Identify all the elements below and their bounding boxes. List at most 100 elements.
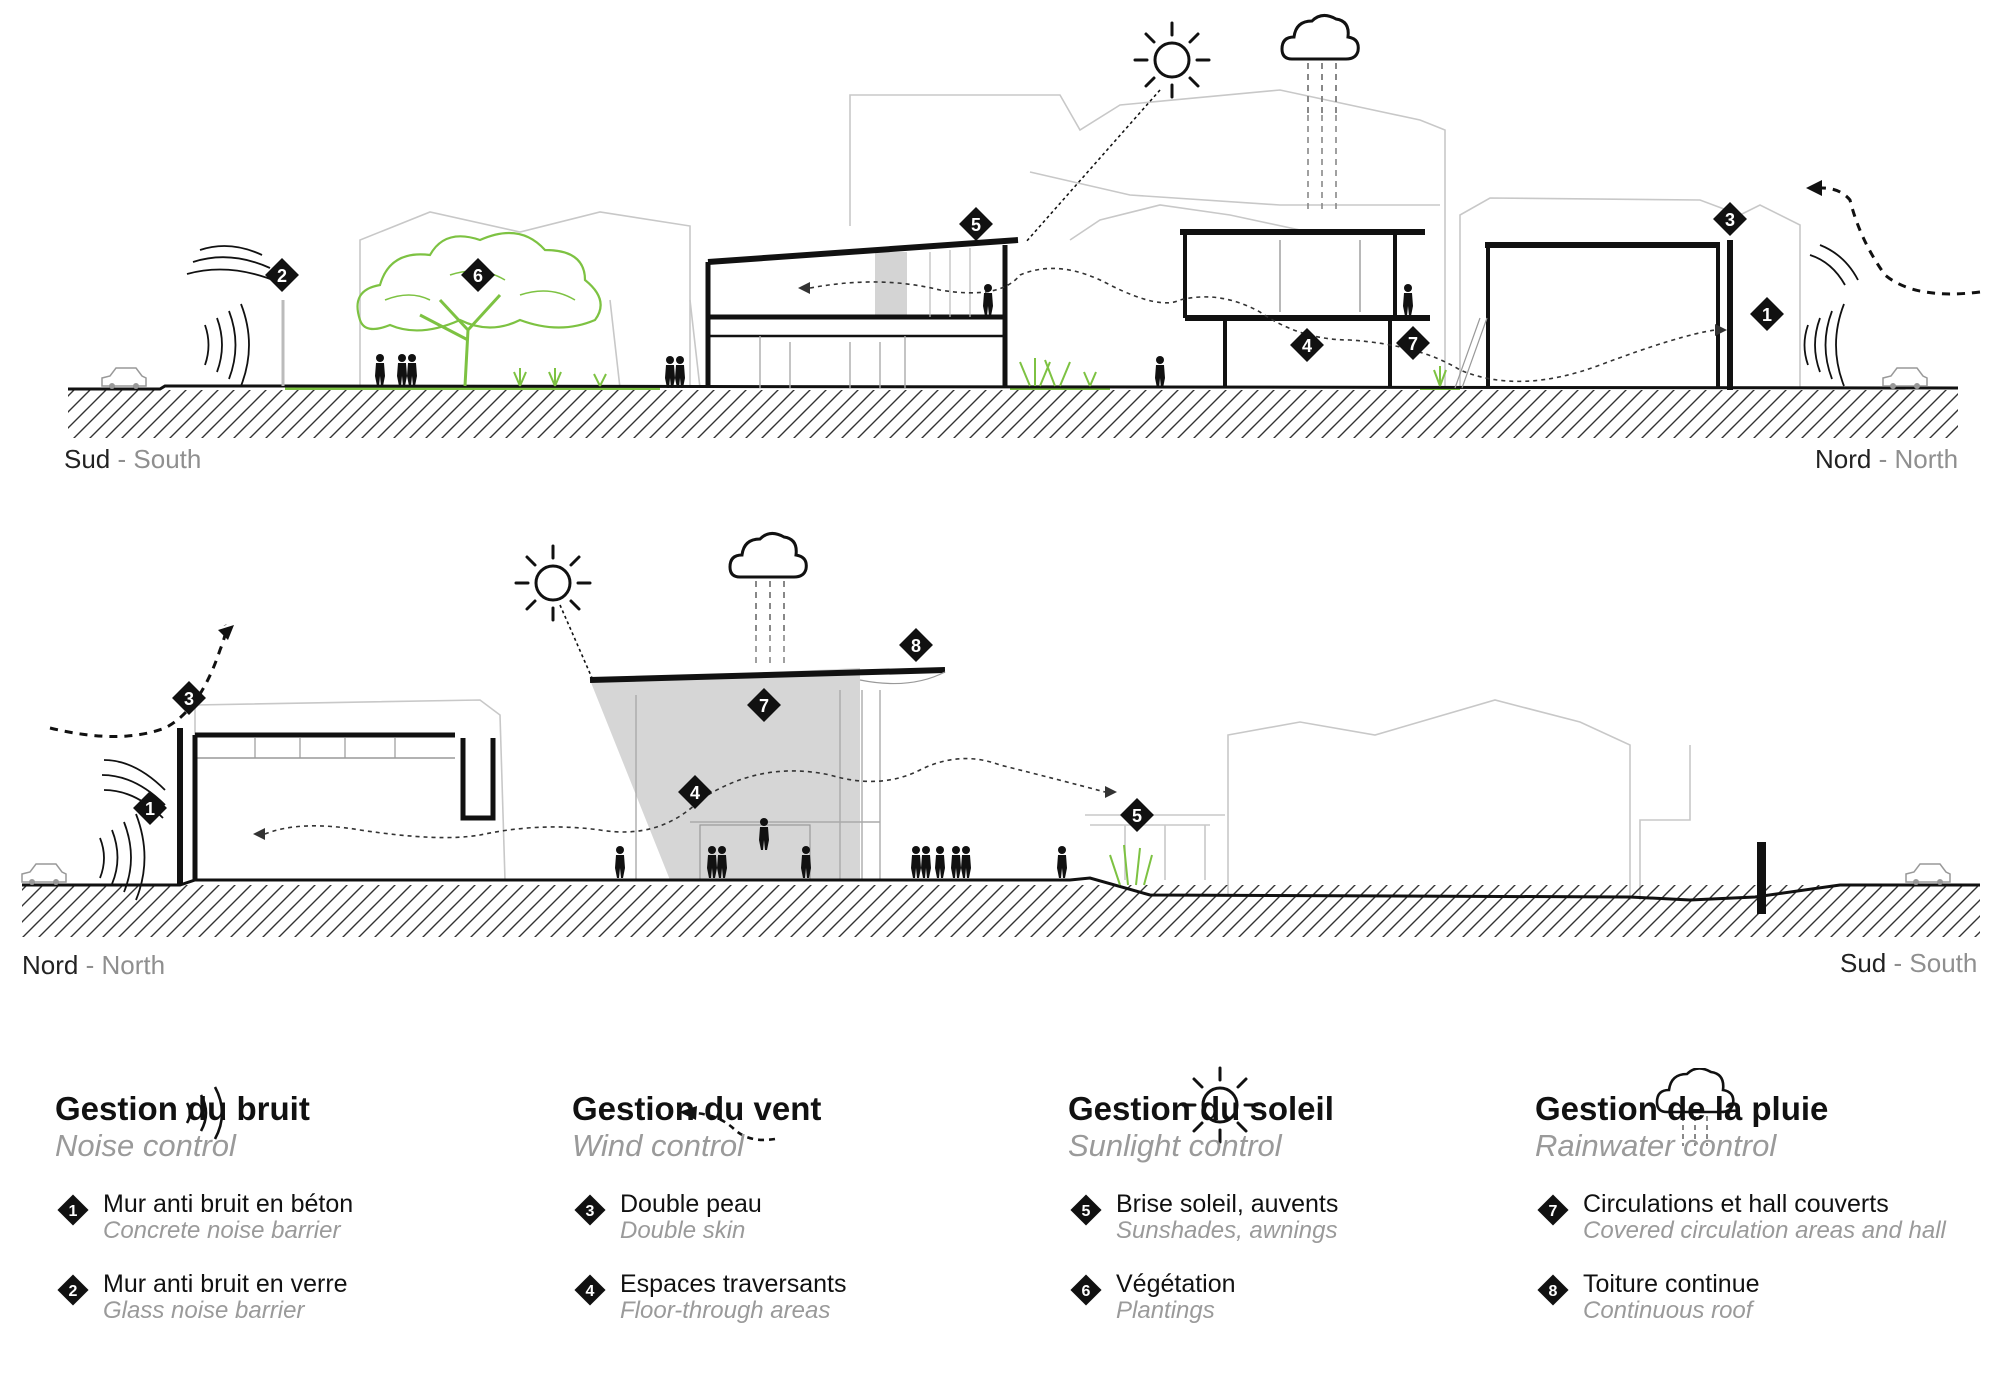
legend-title: Gestion du soleil — [1068, 1090, 1334, 1127]
svg-text:3: 3 — [1725, 210, 1735, 230]
number-badge: 5 — [1070, 1194, 1102, 1226]
svg-text:1: 1 — [1762, 305, 1772, 325]
wind-path-top — [1821, 186, 1981, 296]
direction-separator: - — [85, 950, 95, 980]
direction-fr: Nord — [1815, 444, 1872, 474]
legend-subtitle: Wind control — [572, 1128, 745, 1163]
legend-item-en: Covered circulation areas and hall — [1583, 1217, 1946, 1244]
marker-3-top: 3 — [1713, 202, 1747, 236]
legend-item-fr: Mur anti bruit en verre — [103, 1270, 348, 1298]
legend-item: 8 Toiture continue Continuous roof — [1535, 1270, 1995, 1324]
number-badge: 3 — [574, 1194, 606, 1226]
svg-text:2: 2 — [277, 266, 287, 286]
car-icon — [21, 863, 67, 886]
marker-1-top: 1 — [1750, 297, 1784, 331]
direction-separator: - — [117, 444, 127, 474]
marker-3-bottom: 3 — [172, 681, 206, 715]
number-badge: 6 — [1070, 1274, 1102, 1306]
building-left — [177, 728, 496, 885]
top-right-direction-label: Nord - North — [1815, 444, 1958, 474]
plants — [513, 358, 1447, 387]
rain-cloud-icon — [1655, 1068, 1735, 1146]
legend-title: Gestion du bruit — [55, 1090, 310, 1127]
direction-fr: Sud — [1840, 948, 1887, 978]
svg-text:8: 8 — [911, 636, 921, 656]
direction-en: North — [101, 950, 166, 980]
ground-hatch — [22, 885, 1980, 937]
legend-item-fr: Double peau — [620, 1190, 762, 1218]
legend-item: 5 Brise soleil, auvents Sunshades, awnin… — [1068, 1190, 1528, 1244]
wind-path-bottom — [49, 624, 228, 738]
marker-5-bottom: 5 — [1120, 798, 1154, 832]
noise-waves-icon — [185, 1086, 224, 1140]
building-c — [1454, 240, 1733, 390]
legend-title: Gestion du vent — [572, 1090, 822, 1127]
marker-2-top: 2 — [265, 258, 299, 292]
top-left-direction-label: Sud - South — [64, 444, 201, 474]
noise-waves-right — [1803, 244, 1859, 387]
marker-4-top: 4 — [1290, 328, 1324, 362]
noise-waves-left — [99, 759, 166, 901]
floor-through-path — [809, 267, 1716, 383]
direction-en: North — [1894, 444, 1959, 474]
context-buildings — [359, 89, 1801, 389]
direction-en: South — [1909, 948, 1978, 978]
legend-item-fr: Espaces traversants — [620, 1270, 847, 1298]
legend-noise: Gestion du bruit Noise control 1 Mur ant… — [55, 1090, 515, 1324]
legend-wind: Gestion du vent Wind control 3 Double pe… — [572, 1090, 1032, 1324]
legend-item-en: Double skin — [620, 1217, 746, 1244]
svg-text:7: 7 — [1408, 334, 1418, 354]
number-badge: 7 — [1537, 1194, 1569, 1226]
number-badge: 8 — [1537, 1274, 1569, 1306]
sun-icon — [1133, 21, 1211, 99]
svg-text:3: 3 — [184, 689, 194, 709]
direction-fr: Sud — [64, 444, 111, 474]
legend-item: 7 Circulations et hall couverts Covered … — [1535, 1190, 1995, 1244]
wind-arrow-icon — [679, 1106, 776, 1142]
legend-item-en: Continuous roof — [1583, 1297, 1753, 1324]
legend-subtitle: Rainwater control — [1535, 1128, 1777, 1163]
rain-cloud-icon — [728, 531, 808, 635]
svg-text:7: 7 — [1549, 1203, 1558, 1220]
direction-separator: - — [1893, 948, 1903, 978]
direction-en: South — [133, 444, 202, 474]
svg-text:1: 1 — [69, 1203, 78, 1220]
legend-item-fr: Brise soleil, auvents — [1116, 1190, 1339, 1218]
direction-fr: Nord — [22, 950, 79, 980]
legend-rain: Gestion de la pluie Rainwater control 7 … — [1535, 1090, 1995, 1324]
svg-text:4: 4 — [690, 783, 700, 803]
tree — [356, 231, 602, 387]
plants — [1109, 844, 1153, 886]
legend-item-en: Floor-through areas — [620, 1297, 831, 1324]
rain-cloud-icon — [1280, 13, 1360, 117]
legend-item-fr: Mur anti bruit en béton — [103, 1190, 354, 1218]
legend-item-fr: Végétation — [1116, 1270, 1236, 1298]
svg-text:3: 3 — [586, 1203, 595, 1220]
svg-text:6: 6 — [473, 266, 483, 286]
bottom-right-direction-label: Sud - South — [1840, 948, 1977, 978]
svg-text:4: 4 — [1302, 336, 1312, 356]
legend-item-en: Concrete noise barrier — [103, 1217, 341, 1244]
building-a — [705, 237, 1019, 388]
number-badge: 4 — [574, 1274, 606, 1306]
top-section: 5 2 6 3 1 4 7 — [68, 13, 1981, 438]
legend-subtitle: Noise control — [55, 1128, 236, 1163]
legend-item-en: Glass noise barrier — [103, 1297, 305, 1324]
legend-item-fr: Circulations et hall couverts — [1583, 1190, 1889, 1218]
building-b — [1180, 229, 1430, 388]
legend-item-fr: Toiture continue — [1583, 1270, 1760, 1298]
legend-item: 6 Végétation Plantings — [1068, 1270, 1528, 1324]
marker-5-top: 5 — [959, 207, 993, 241]
car-icon — [1882, 367, 1928, 390]
car-icon — [1905, 863, 1951, 886]
ground-line — [22, 876, 1980, 902]
svg-text:5: 5 — [1082, 1203, 1091, 1220]
noise-waves-left — [186, 245, 279, 387]
legend-item-en: Sunshades, awnings — [1116, 1217, 1338, 1244]
svg-text:5: 5 — [971, 215, 981, 235]
legend-sun: Gestion du soleil Sunlight control 5 Bri… — [1068, 1090, 1528, 1324]
svg-text:6: 6 — [1082, 1283, 1091, 1300]
svg-text:4: 4 — [586, 1283, 595, 1300]
legend-title: Gestion de la pluie — [1535, 1090, 1829, 1127]
